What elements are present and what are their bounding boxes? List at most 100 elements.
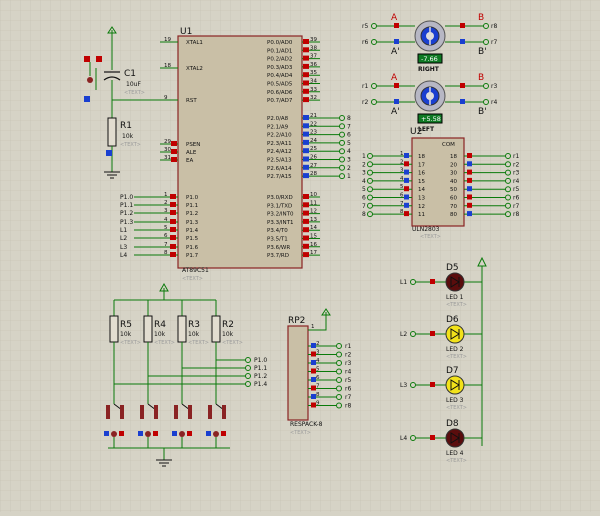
mcu-pin-name: P3.0/RXD bbox=[267, 195, 293, 201]
terminal-icon bbox=[339, 115, 345, 121]
terminal-icon bbox=[410, 279, 416, 285]
mcu-pin-num: 33 bbox=[310, 87, 317, 93]
pullup-ref: R5 bbox=[120, 320, 132, 330]
led-text: <TEXT> bbox=[446, 354, 467, 360]
led-icon[interactable] bbox=[445, 272, 465, 292]
terminal-icon bbox=[505, 202, 511, 209]
u2-in-pin-num: 5 bbox=[400, 184, 404, 190]
led-ref: D8 bbox=[446, 419, 459, 429]
mcu-pin-name: P3.2/INT0 bbox=[267, 212, 294, 218]
pin-state-marker bbox=[303, 123, 309, 129]
capacitor-c1-symbol[interactable] bbox=[103, 76, 121, 81]
mcu-pin-num: 4 bbox=[164, 217, 168, 223]
rp2-pin-num: 4 bbox=[316, 358, 320, 364]
terminal-icon bbox=[336, 368, 342, 375]
u2-out-net-label: r2 bbox=[513, 161, 519, 168]
pin-state-marker bbox=[303, 156, 309, 162]
mcu-pin-name: P2.0/A8 bbox=[267, 116, 289, 122]
mcu-pin-num: 14 bbox=[310, 225, 317, 231]
mcu-pin-num: 8 bbox=[164, 250, 168, 256]
r1-ref: R1 bbox=[120, 121, 132, 131]
mcu-pin-num: 25 bbox=[310, 146, 317, 152]
mcu-pin-name: P1.5 bbox=[186, 236, 199, 242]
led-net-label: L3 bbox=[400, 382, 407, 389]
pullup-value: 10k bbox=[188, 331, 200, 338]
mcu-pin-num: 1 bbox=[164, 192, 168, 198]
motor-net-label: r6 bbox=[362, 39, 368, 46]
terminal-icon bbox=[245, 381, 251, 387]
pin-state-marker bbox=[303, 235, 309, 241]
mcu-ref: U1 bbox=[180, 27, 192, 37]
terminal-icon bbox=[371, 23, 377, 29]
pushbutton-icon[interactable] bbox=[106, 405, 110, 419]
mcu-pin-name: PSEN bbox=[186, 142, 200, 148]
mcu-pin-name: RST bbox=[186, 98, 197, 104]
mcu-pin-num: 31 bbox=[164, 155, 171, 161]
led-label: LED 3 bbox=[446, 397, 464, 404]
rp2-text: <TEXT> bbox=[290, 430, 311, 436]
mcu-pin-num: 6 bbox=[164, 233, 168, 239]
reset-button-icon[interactable] bbox=[87, 77, 93, 83]
pin-state-marker bbox=[311, 343, 316, 348]
pin-state-marker bbox=[303, 164, 309, 170]
led-icon[interactable] bbox=[445, 375, 465, 395]
pin-state-marker bbox=[303, 218, 309, 224]
motor-label-a-prime: A' bbox=[391, 47, 400, 57]
mcu-pin-num: 13 bbox=[310, 217, 317, 223]
mcu-pin-name: ALE bbox=[186, 150, 197, 156]
u2-in-net-label: 7 bbox=[362, 203, 366, 210]
mcu-p2-net-label: 3 bbox=[347, 157, 351, 164]
u2-in-pin-num: 8 bbox=[400, 209, 404, 215]
motor-label-b: B bbox=[478, 73, 484, 83]
pullup-value: 10k bbox=[154, 331, 166, 338]
pullup-ref: R4 bbox=[154, 320, 166, 330]
mcu-pin-num: 19 bbox=[164, 37, 171, 43]
motor-net-label: r8 bbox=[491, 23, 497, 30]
mcu-pin-name: P2.3/A11 bbox=[267, 141, 292, 147]
pullup-text: <TEXT> bbox=[222, 340, 243, 346]
pushbutton-icon[interactable] bbox=[208, 405, 212, 419]
pullup-value: 10k bbox=[120, 331, 132, 338]
mcu-body[interactable] bbox=[177, 35, 303, 269]
reset-circuit: C1 10uF <TEXT> R1 10k <TEXT> bbox=[84, 26, 178, 179]
motor-net-label: r7 bbox=[491, 39, 497, 46]
vcc-arrow-icon-4 bbox=[159, 282, 169, 292]
mcu-pin-num: 2 bbox=[164, 200, 168, 206]
resistor-r5[interactable] bbox=[109, 315, 119, 343]
pin-state-marker bbox=[303, 47, 309, 53]
motor-display bbox=[417, 113, 443, 124]
mcu-p1-net-label: L4 bbox=[120, 252, 127, 259]
resistor-r2[interactable] bbox=[211, 315, 221, 343]
led-icon[interactable] bbox=[445, 428, 465, 448]
rp2-pin-num: 7 bbox=[316, 384, 320, 390]
mcu-pin-num: 11 bbox=[310, 200, 317, 206]
resistor-r4[interactable] bbox=[143, 315, 153, 343]
mcu-pin-num: 12 bbox=[310, 209, 317, 215]
u2-out-net-label: r3 bbox=[513, 170, 519, 177]
pushbutton-contact-icon bbox=[111, 431, 117, 437]
mcu-pin-name: P3.6/WR bbox=[267, 245, 290, 251]
u2-in-net-label: 5 bbox=[362, 186, 366, 193]
resistor-r1[interactable] bbox=[107, 117, 117, 147]
pin-state-marker bbox=[303, 72, 309, 78]
pin-state-marker bbox=[303, 148, 309, 154]
terminal-icon bbox=[336, 360, 342, 366]
pushbutton-icon[interactable] bbox=[174, 405, 178, 419]
resistor-r3[interactable] bbox=[177, 315, 187, 343]
led-icon[interactable] bbox=[445, 324, 465, 344]
pushbutton-icon[interactable] bbox=[140, 405, 144, 419]
mcu-pin-num: 5 bbox=[164, 225, 168, 231]
terminal-icon bbox=[336, 394, 342, 400]
pin-state-marker bbox=[171, 157, 177, 162]
diode-symbol-icon bbox=[450, 276, 460, 288]
